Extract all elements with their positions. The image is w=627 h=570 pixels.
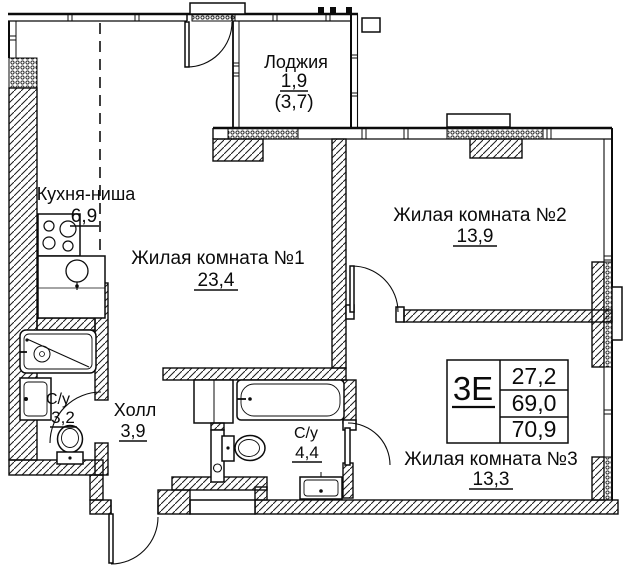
entrance-right-pier: [157, 489, 191, 515]
exterior-pier-bump: [611, 286, 623, 341]
room-area-hall: 3,9: [120, 421, 145, 441]
balcony-divider-block: [361, 17, 381, 33]
structural-pier: [212, 138, 264, 162]
pilaster-mark: [330, 7, 336, 13]
room-label-room1: Жилая комната №1: [131, 248, 304, 269]
room-label-bath2: С/у: [294, 425, 318, 442]
wall-recess: [189, 499, 256, 515]
door-leaf: [108, 513, 114, 564]
insulated-pier: [8, 57, 38, 89]
table-value-2: 69,0: [512, 390, 557, 416]
room-labels: Лоджия 1,9 (3,7) Кухня-ниша 6,9 Жилая ко…: [37, 52, 578, 490]
door-leaf: [184, 21, 190, 68]
door-swing-arc: [186, 21, 233, 68]
door-swing-arc: [347, 422, 391, 466]
vent-shaft: [469, 138, 523, 159]
room-area-room3: 13,3: [473, 469, 510, 490]
wall-end-cap: [395, 306, 405, 323]
kitchen-counter: [37, 255, 106, 319]
shower-tray-icon: [19, 329, 97, 374]
room3-door: [344, 422, 391, 466]
room-label-loggia: Лоджия: [264, 52, 328, 72]
room-area2-loggia: (3,7): [274, 92, 313, 113]
room2-door: [349, 265, 399, 313]
table-value-3: 70,9: [512, 416, 557, 442]
room-label-kitchen: Кухня-ниша: [37, 184, 137, 204]
wall-room1-room2: [331, 138, 347, 369]
bath1-door: [49, 391, 102, 444]
bath1-right-wall-lower: [94, 442, 109, 476]
kitchen-sink-icon: [65, 259, 89, 290]
room-label-room3: Жилая комната №3: [404, 449, 577, 470]
door-swing-arc: [49, 391, 102, 444]
door-swing-arc: [351, 265, 399, 313]
bath1-top-wall: [36, 317, 96, 331]
room-area-bath2: 4,4: [295, 443, 319, 462]
bath2-left-wall-stub: [210, 422, 225, 431]
bathtub-icon: [236, 379, 345, 421]
insulated-wall-segment: [191, 13, 236, 22]
pilaster-mark: [346, 7, 352, 13]
wall-room2-room3: [403, 309, 613, 323]
roof-outline-block: [189, 2, 246, 15]
pilaster-mark: [318, 7, 324, 13]
bath2-right-wall: [342, 379, 357, 424]
loggia-door: [184, 21, 233, 68]
room-area-room2: 13,9: [457, 226, 494, 247]
room-area-room1: 23,4: [198, 270, 235, 291]
door-leaf: [344, 427, 351, 466]
roof-outline-block: [446, 113, 511, 128]
door-swing-arc: [110, 516, 159, 565]
hall-west-pier: [89, 474, 104, 501]
washbasin-icon: [19, 377, 52, 421]
entrance-left-stub: [89, 499, 112, 515]
sink-icon-bath2: [299, 472, 343, 500]
door-leaf: [349, 265, 355, 313]
bath1-bottom-wall: [8, 459, 104, 476]
room-area-kitchen: 6,9: [71, 206, 97, 227]
room2-top-wall: [212, 126, 612, 140]
toilet-icon-bath1: [56, 424, 84, 465]
toilet-icon-bath2: [221, 434, 266, 462]
window-mullions-top: [67, 13, 331, 21]
room-label-bath1: С/у: [46, 391, 70, 408]
loggia-right-glazing: [350, 14, 359, 128]
entrance-door: [108, 500, 159, 565]
bottom-wall: [254, 499, 619, 515]
apartment-info-table: 3Е 27,2 69,0 70,9: [446, 359, 569, 444]
room-label-hall: Холл: [114, 400, 156, 420]
door-handle: [212, 463, 223, 473]
room-area-loggia: 1,9: [281, 71, 307, 92]
wall-room3-corridor: [342, 462, 354, 499]
room-area-bath1: 3,2: [51, 408, 75, 427]
apartment-type-label: 3Е: [453, 370, 493, 407]
window-top-left: [8, 21, 17, 58]
loggia-partition-window: [232, 21, 240, 128]
bath2-top-wall: [162, 367, 347, 381]
room-label-room2: Жилая комната №2: [393, 205, 566, 226]
table-value-1: 27,2: [512, 363, 557, 389]
